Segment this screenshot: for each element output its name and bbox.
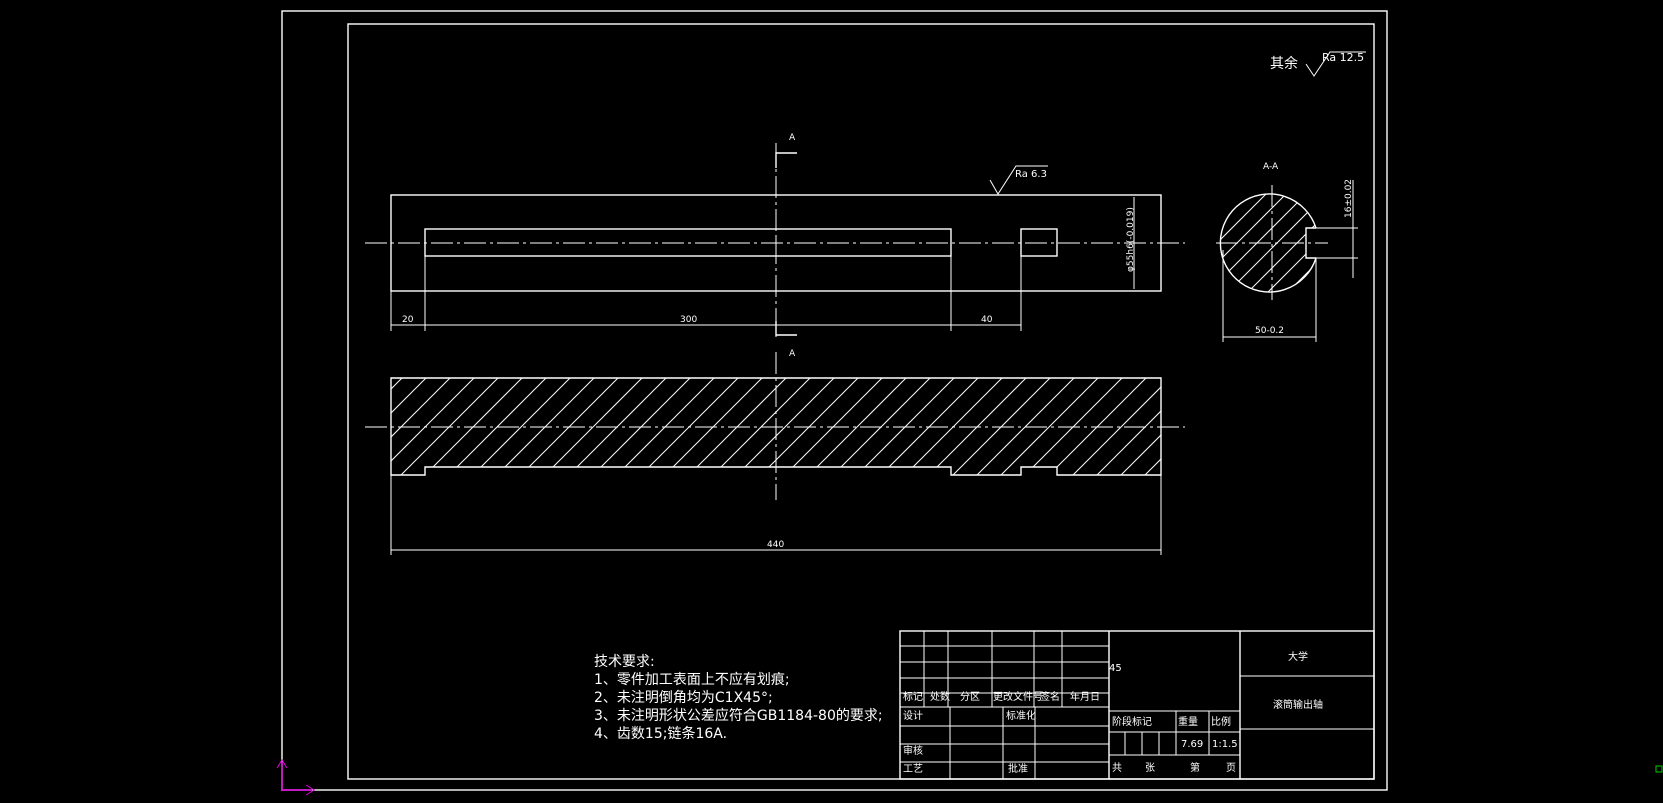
school-name: 大学 [1288,650,1308,663]
dim-20: 20 [402,315,414,325]
header-cell: 更改文件号 [993,690,1043,703]
scale-value: 1:1.5 [1212,739,1238,750]
tech-req-title: 技术要求: [594,654,655,670]
roughness-symbol-icon [989,165,1048,195]
process-label: 工艺 [903,763,923,775]
inner-drawing-frame [347,23,1375,780]
sheets-cell: 第 [1190,761,1200,774]
diameter-dim: φ55h6(-0.019) [1126,207,1136,272]
sheets-cell: 页 [1226,762,1236,774]
material-value: 45 [1109,663,1122,674]
dim-440: 440 [767,540,784,550]
tech-req-item: 1、零件加工表面上不应有划痕; [594,671,790,688]
header-cell: 分区 [960,691,980,703]
tech-req-item: 2、未注明倒角均为C1X45°; [594,690,773,706]
cut-mark-top-label: A [789,133,796,143]
weight-value: 7.69 [1181,739,1203,750]
design-label: 设计 [903,709,923,722]
header-cell: 标记 [903,691,923,703]
dim-300: 300 [680,315,697,325]
dim-width: 50-0.2 [1255,326,1284,336]
roughness-other-value: Ra 12.5 [1322,51,1364,64]
dim-depth: 16±0.02 [1344,179,1354,218]
sheets-cell: 张 [1145,762,1155,774]
dim-40: 40 [981,315,993,325]
tech-req-item: 4、齿数15;链条16A. [594,725,727,742]
cut-mark-bottom-label: A [789,349,796,359]
approve-label: 批准 [1008,762,1028,775]
roughness-main-value: Ra 6.3 [1015,169,1047,180]
roughness-other-label: 其余 [1270,55,1298,72]
stage-label: 阶段标记 [1112,715,1152,728]
weight-label: 重量 [1178,715,1198,728]
title-block: 45 大学 滚筒输出轴 标记 处数 分区 更改文件号 签名 年月日 设计 标准化… [899,630,1375,780]
ucs-icon [276,759,315,796]
roughness-symbol-icon [1305,51,1366,77]
shaft-top-view: φ55h6(-0.019) 20 300 40 [365,143,1185,340]
review-label: 审核 [903,744,923,757]
roughness-main: Ra 6.3 [989,165,1048,195]
header-cell: 年月日 [1070,690,1100,703]
header-cell: 签名 [1040,690,1060,703]
shaft-section-view: 440 [365,352,1185,555]
tech-requirements: 技术要求: 1、零件加工表面上不应有划痕; 2、未注明倒角均为C1X45°; 3… [594,654,883,742]
aa-cross-section: A-A 50-0.2 16±0.02 [1216,162,1358,342]
sheets-cell: 共 [1112,762,1122,774]
view-title: A-A [1263,162,1279,172]
part-name: 滚筒输出轴 [1273,698,1323,711]
standardization-label: 标准化 [1006,709,1036,722]
corner-grip-icon [1655,765,1663,773]
tech-req-item: 3、未注明形状公差应符合GB1184-80的要求; [594,707,883,724]
roughness-other: 其余 Ra 12.5 [1270,51,1366,77]
header-cell: 处数 [930,690,950,703]
scale-label: 比例 [1211,715,1231,728]
outer-sheet-border [281,10,1388,791]
